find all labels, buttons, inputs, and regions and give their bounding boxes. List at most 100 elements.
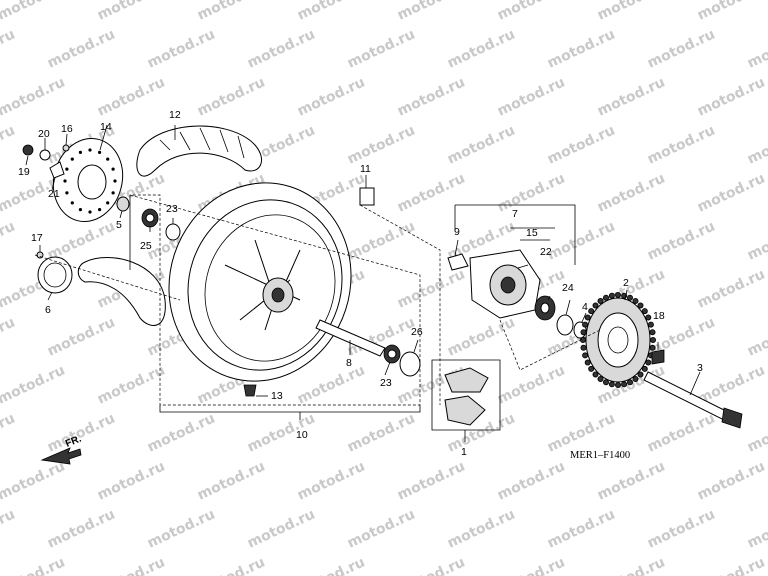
callout-13: 13 xyxy=(271,390,283,402)
watermark-text: motod.ru xyxy=(545,26,618,71)
watermark-text: motod.ru xyxy=(595,0,668,24)
watermark-text: motod.ru xyxy=(595,170,668,215)
watermark-text: motod.ru xyxy=(495,0,568,24)
watermark-text: motod.ru xyxy=(695,554,768,576)
watermark-text: motod.ru xyxy=(395,458,468,503)
sprocket-tooth xyxy=(580,344,587,351)
callout-7: 7 xyxy=(512,208,518,220)
watermark-text: motod.ru xyxy=(695,0,768,24)
disc-hole xyxy=(65,167,69,171)
sprocket-tooth xyxy=(588,365,595,372)
sprocket-tooth xyxy=(582,352,589,359)
watermark-text: motod.ru xyxy=(545,122,618,167)
disc-hole xyxy=(70,201,74,205)
watermark-text: motod.ru xyxy=(695,170,768,215)
watermark-text: motod.ru xyxy=(695,74,768,119)
watermark-text: motod.ru xyxy=(395,74,468,119)
watermark-text: motod.ru xyxy=(0,410,18,455)
disc-hole xyxy=(70,157,74,161)
sprocket-tooth xyxy=(608,381,615,388)
watermark-text: motod.ru xyxy=(745,506,768,551)
callout-numbers: 1234567891011121314151617181920212223232… xyxy=(18,109,703,458)
callout-11: 11 xyxy=(360,163,371,175)
watermark-text: motod.ru xyxy=(495,362,568,407)
sprocket-tooth xyxy=(637,302,644,309)
watermark-text: motod.ru xyxy=(295,554,368,576)
watermark-text: motod.ru xyxy=(595,74,668,119)
disc-hole xyxy=(78,150,82,154)
rear-axle-drawing xyxy=(643,371,743,429)
callout-18: 18 xyxy=(653,310,665,322)
disc-hole xyxy=(106,157,110,161)
watermark-text: motod.ru xyxy=(295,362,368,407)
sprocket-tooth xyxy=(603,294,610,301)
watermark-text: motod.ru xyxy=(445,122,518,167)
watermark-text: motod.ru xyxy=(745,122,768,167)
sprocket-tooth xyxy=(592,302,599,309)
watermark-text: motod.ru xyxy=(745,218,768,263)
watermark-text: motod.ru xyxy=(495,458,568,503)
watermark-text: motod.ru xyxy=(445,26,518,71)
callout-15: 15 xyxy=(526,227,538,239)
disc-hole xyxy=(106,201,110,205)
watermark-text: motod.ru xyxy=(295,74,368,119)
watermark-text: motod.ru xyxy=(245,26,318,71)
sprocket-tooth xyxy=(584,359,591,366)
disc-hole xyxy=(98,208,102,212)
sprocket-tooth xyxy=(641,308,648,315)
watermark-text: motod.ru xyxy=(245,506,318,551)
sprocket-tooth xyxy=(621,381,628,388)
watermark-text: motod.ru xyxy=(195,0,268,24)
callout-16: 16 xyxy=(61,123,73,135)
sprocket-tooth xyxy=(637,371,644,378)
disc-hole xyxy=(111,191,115,195)
sprocket-tooth xyxy=(584,314,591,321)
sprocket-tooth xyxy=(649,329,656,336)
axle-sleeve-drawing xyxy=(315,319,421,377)
callout-9: 9 xyxy=(454,226,460,238)
watermark-text: motod.ru xyxy=(0,458,68,503)
disc-hole xyxy=(78,208,82,212)
watermark-text: motod.ru xyxy=(545,506,618,551)
watermark-text: motod.ru xyxy=(645,122,718,167)
sprocket-tooth xyxy=(632,375,639,382)
watermark-text: motod.ru xyxy=(95,554,168,576)
callout-26: 26 xyxy=(411,326,423,338)
watermark-text: motod.ru xyxy=(0,554,68,576)
sprocket-tooth xyxy=(597,375,604,382)
watermark-text: motod.ru xyxy=(395,170,468,215)
watermark-text: motod.ru xyxy=(595,458,668,503)
watermark-text: motod.ru xyxy=(0,122,18,167)
callout-23: 23 xyxy=(166,203,178,215)
watermark-text: motod.ru xyxy=(645,26,718,71)
watermark-text: motod.ru xyxy=(745,410,768,455)
callout-8: 8 xyxy=(346,357,352,369)
wheel-rim-drawing xyxy=(168,182,352,382)
front-arrow: FR. xyxy=(40,433,83,465)
watermark-text: motod.ru xyxy=(95,458,168,503)
disc-hole xyxy=(88,210,92,214)
sprocket-tooth xyxy=(641,365,648,372)
watermark-text: motod.ru xyxy=(0,362,68,407)
watermark-text: motod.ru xyxy=(0,314,18,359)
leader-lines xyxy=(25,124,701,397)
watermark-text: motod.ru xyxy=(545,218,618,263)
callout-19: 19 xyxy=(18,166,30,178)
callout-25: 25 xyxy=(140,240,152,252)
callout-22: 22 xyxy=(540,246,552,258)
disc-hole xyxy=(63,179,67,183)
sprocket-tooth xyxy=(615,381,622,388)
watermark-text: motod.ru xyxy=(395,266,468,311)
watermark-text: motod.ru xyxy=(495,170,568,215)
watermark-text: motod.ru xyxy=(195,458,268,503)
watermark-text: motod.ru xyxy=(145,410,218,455)
sprocket-tooth xyxy=(650,336,657,343)
diagram-code: MER1–F1400 xyxy=(570,450,630,461)
callout-23: 23 xyxy=(380,377,392,389)
watermark-text: motod.ru xyxy=(345,122,418,167)
watermark-text: motod.ru xyxy=(345,26,418,71)
assembly-lines xyxy=(34,194,601,442)
watermark-text: motod.ru xyxy=(45,506,118,551)
